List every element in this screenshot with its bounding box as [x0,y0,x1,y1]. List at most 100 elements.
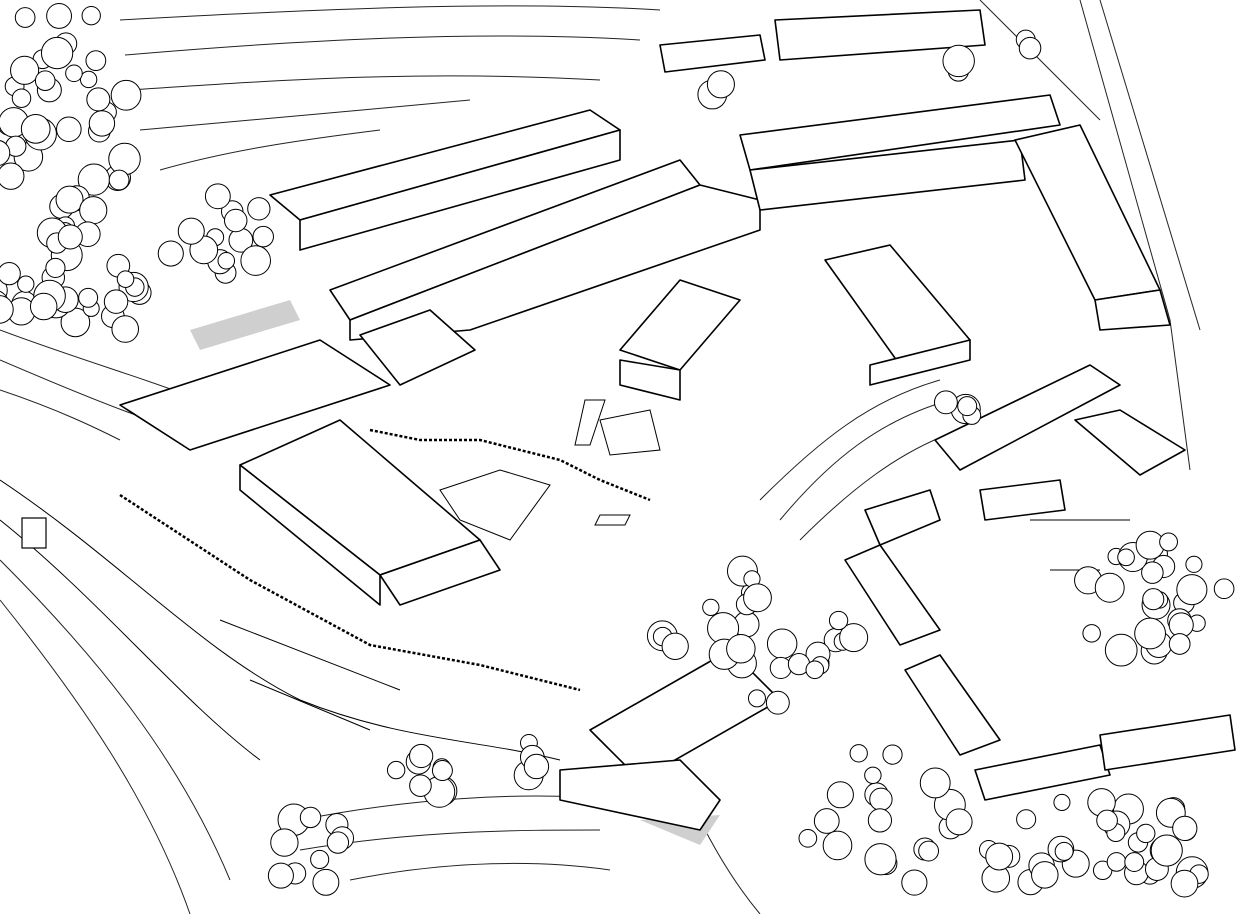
tree-canopy [1150,834,1183,867]
long-classroom-block-middle [329,159,761,341]
tree-canopy [822,830,853,861]
courtyard-outline [439,399,661,541]
tree-canopy [223,208,248,233]
tree-canopy [247,197,271,221]
tree-canopy [20,114,51,144]
tree-canopy [108,142,141,176]
tree-canopy [813,808,840,834]
tree-canopy [310,849,330,870]
tree-canopy [1176,574,1208,606]
tree-canopy [11,88,32,108]
tree-canopy [431,760,453,782]
north-blocks [659,9,986,73]
tree-canopy [252,225,274,248]
east-building [1014,124,1171,331]
tree-canopy [267,862,294,889]
tree-canopy [108,169,130,191]
tree-canopy [769,656,792,680]
tree-canopy [702,598,720,617]
tree-canopy [919,767,951,799]
tree-canopy [79,196,108,225]
tree-canopy [1018,36,1042,60]
tree-canopy [726,634,756,664]
tree-canopy [1159,532,1178,552]
tree-canopy [1170,869,1199,898]
tree-canopy [1168,633,1191,655]
tree-canopy [1016,809,1037,830]
tree-canopy [945,808,973,836]
tree-canopy [1094,572,1125,603]
tree-canopy [918,840,940,862]
tree-canopy [81,5,101,26]
tree-canopy [1104,633,1138,667]
long-classroom-block-north [269,109,621,251]
tree-canopy [0,295,14,324]
tree-canopy [1082,624,1101,643]
tree-canopy [985,842,1014,871]
tree-canopy [1054,841,1074,861]
tree-canopy [78,287,99,308]
tree-canopy [828,610,849,631]
tree-canopy [1136,823,1156,844]
tree-canopy [1185,555,1203,573]
tree-canopy [706,70,735,99]
shed [21,517,47,549]
tree-canopy [14,7,36,28]
tree-canopy [1124,852,1145,872]
tree-canopy [177,217,205,245]
tree-canopy [901,869,928,896]
tree-canopy [299,806,322,829]
south-building [559,649,781,831]
tree-canopy [1172,815,1198,841]
tree-canopy [1141,561,1164,584]
tree-canopy [409,774,432,797]
tree-canopy [10,55,40,85]
tree-canopy [765,690,790,715]
tree-canopy [217,252,236,270]
tree-canopy [826,781,854,809]
tree-canopy [116,270,135,288]
tree-canopy [57,224,83,250]
tree-canopy [1142,588,1165,611]
trees [0,3,1235,898]
tree-canopy [85,50,107,72]
tree-canopy [55,185,84,214]
tree-canopy [798,828,818,848]
west-hall [119,309,476,451]
tree-canopy [869,787,893,812]
tree-canopy [839,623,869,653]
tree-canopy [0,162,25,190]
tree-canopy [65,64,83,83]
ramp [119,428,651,692]
tree-canopy [864,766,882,785]
tree-canopy [88,110,116,137]
hall [824,244,971,386]
tree-canopy [661,632,689,660]
tree-canopy [805,660,825,680]
tree-canopy [103,289,129,314]
tree-canopy [409,743,434,769]
tree-canopy [743,583,772,613]
tree-canopy [933,390,958,415]
tree-canopy [312,868,340,896]
tree-canopy [747,689,766,708]
tree-canopy [40,36,74,70]
tree-canopy [1053,793,1071,811]
tree-canopy [882,744,903,765]
tree-canopy [942,44,975,78]
tree-canopy [849,744,868,763]
tree-canopy [110,79,142,111]
tree-canopy [79,70,98,89]
southeast-blocks [844,364,1236,801]
tree-canopy [1106,852,1127,872]
tree-canopy [34,70,56,92]
pavilion [619,279,741,401]
tree-canopy [1134,617,1166,650]
tree-canopy [86,87,111,112]
tree-canopy [270,828,299,857]
tree-canopy [29,292,58,321]
admin-building [239,419,501,606]
tree-canopy [523,753,550,780]
tree-canopy [326,831,350,854]
tree-canopy [864,843,897,876]
